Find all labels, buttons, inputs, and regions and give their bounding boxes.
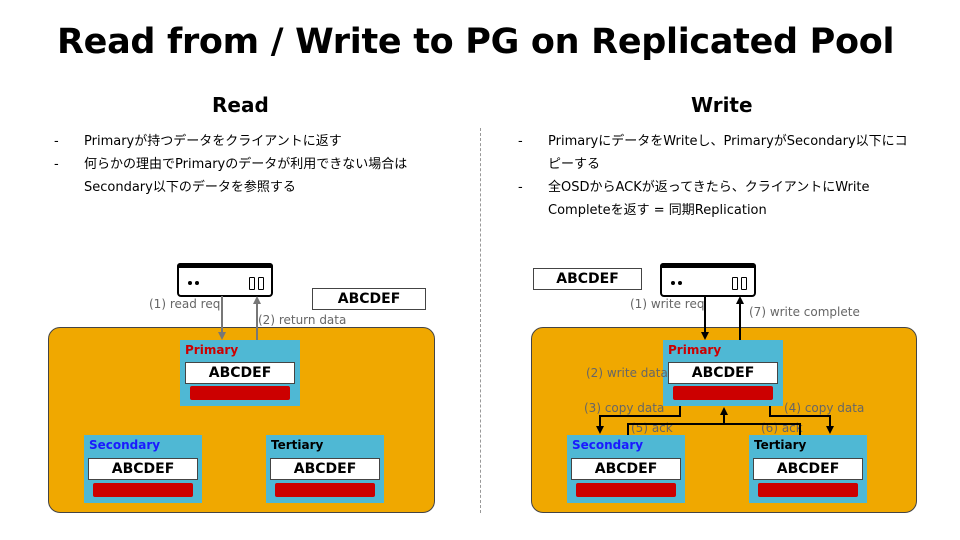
write-tertiary-data: ABCDEF — [753, 458, 863, 480]
write-client-object: ABCDEF — [533, 268, 642, 290]
write-primary-bar — [673, 386, 773, 400]
read-client-object: ABCDEF — [312, 288, 426, 310]
read-secondary-bar — [93, 483, 193, 497]
ack-right-arrow — [724, 423, 801, 435]
write-bullet-2: 全OSDからACKが返ってきたら、クライアントにWrite Completeを返… — [518, 176, 918, 222]
read-tertiary-data: ABCDEF — [270, 458, 380, 480]
write-step-write-data: (2) write data — [586, 366, 668, 380]
read-primary-data: ABCDEF — [185, 362, 295, 384]
read-primary-label: Primary — [185, 343, 239, 357]
ack-left-arrow — [627, 407, 728, 435]
write-secondary-node: Secondary ABCDEF — [567, 435, 685, 503]
page-title: Read from / Write to PG on Replicated Po… — [57, 22, 895, 62]
copy-data-left-arrow — [596, 406, 681, 434]
write-tertiary-label: Tertiary — [754, 438, 807, 452]
write-secondary-data: ABCDEF — [571, 458, 681, 480]
read-step-read-req: (1) read req — [149, 297, 221, 311]
write-primary-label: Primary — [668, 343, 722, 357]
read-secondary-label: Secondary — [89, 438, 161, 452]
copy-data-right-arrow — [769, 406, 834, 434]
read-tertiary-label: Tertiary — [271, 438, 324, 452]
read-primary-bar — [190, 386, 290, 400]
write-client-server-icon — [660, 263, 756, 297]
write-primary-node: Primary ABCDEF — [663, 340, 783, 406]
read-bullet-2: 何らかの理由でPrimaryのデータが利用できない場合は Secondary以下… — [54, 153, 464, 199]
write-bullets: PrimaryにデータをWriteし、PrimaryがSecondary以下にコ… — [518, 130, 938, 222]
write-heading: Write — [691, 93, 753, 117]
write-tertiary-bar — [758, 483, 858, 497]
read-secondary-data: ABCDEF — [88, 458, 198, 480]
read-tertiary-bar — [275, 483, 375, 497]
read-bullets: Primaryが持つデータをクライアントに返す 何らかの理由でPrimaryのデ… — [54, 130, 474, 199]
write-step-write-complete: (7) write complete — [749, 305, 860, 319]
read-primary-node: Primary ABCDEF — [180, 340, 300, 406]
write-step-write-req: (1) write req — [630, 297, 705, 311]
section-divider — [480, 128, 481, 513]
read-client-server-icon — [177, 263, 273, 297]
read-bullet-1: Primaryが持つデータをクライアントに返す — [54, 130, 474, 153]
read-heading: Read — [212, 93, 269, 117]
write-secondary-bar — [576, 483, 676, 497]
read-tertiary-node: Tertiary ABCDEF — [266, 435, 384, 503]
write-bullet-1: PrimaryにデータをWriteし、PrimaryがSecondary以下にコ… — [518, 130, 918, 176]
write-step-copy-data-right: (4) copy data — [784, 401, 865, 415]
write-step-copy-data-left: (3) copy data — [584, 401, 665, 415]
write-secondary-label: Secondary — [572, 438, 644, 452]
write-tertiary-node: Tertiary ABCDEF — [749, 435, 867, 503]
write-primary-data: ABCDEF — [668, 362, 778, 384]
read-step-return-data: (2) return data — [258, 313, 347, 327]
read-secondary-node: Secondary ABCDEF — [84, 435, 202, 503]
